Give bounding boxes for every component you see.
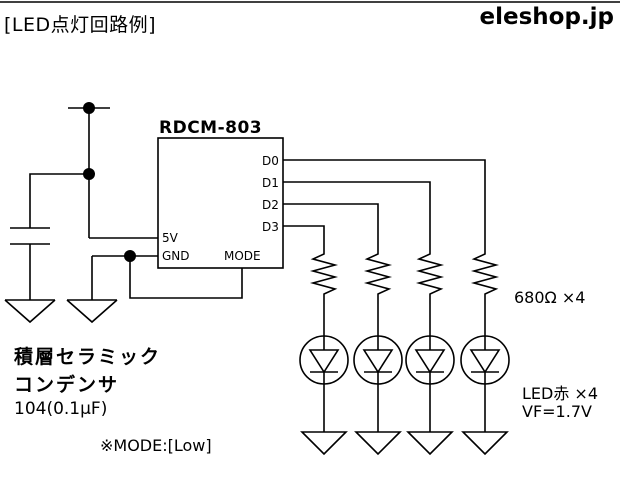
pin-label-mode: MODE xyxy=(224,249,261,263)
led-vf-label: VF=1.7V xyxy=(522,402,592,421)
led-label: LED赤 ×4 xyxy=(522,384,599,403)
pin-label-gnd: GND xyxy=(162,249,190,263)
ground-symbol-ic xyxy=(66,299,118,324)
d1-wire xyxy=(283,181,431,248)
pin-label-d0: D0 xyxy=(262,154,279,168)
led-triangle xyxy=(469,349,501,374)
capacitor-value: 104(0.1μF) xyxy=(14,399,108,419)
pin-label-d1: D1 xyxy=(262,176,279,190)
d2-wire xyxy=(283,203,379,248)
led-triangle xyxy=(362,349,394,374)
pin-label-5v: 5V xyxy=(162,231,178,245)
resistor xyxy=(363,248,393,304)
cap-top-wire xyxy=(29,173,89,228)
resistor-label: 680Ω ×4 xyxy=(514,288,586,307)
ground-symbol-led xyxy=(300,431,348,456)
led-triangle xyxy=(308,349,340,374)
ic-part-number: RDCM-803 xyxy=(159,118,263,138)
capacitor-type-line1: 積層セラミック xyxy=(14,346,162,368)
brand-name: eleshop.jp xyxy=(479,4,615,30)
pin-label-d2: D2 xyxy=(262,198,279,212)
resistor xyxy=(470,248,500,304)
capacitor-type-line2: コンデンサ xyxy=(14,374,120,396)
ground-symbol-led xyxy=(406,431,454,456)
ground-symbol-cap xyxy=(4,299,56,324)
mode-wire xyxy=(129,256,243,299)
diagram-title: [LED点灯回路例] xyxy=(4,14,157,36)
mode-note: ※MODE:[Low] xyxy=(100,436,212,455)
ground-symbol-led xyxy=(461,431,509,456)
ic-body xyxy=(157,137,284,269)
d3-wire xyxy=(283,225,325,248)
ground-symbol-led xyxy=(354,431,402,456)
led-triangle xyxy=(414,349,446,374)
resistor xyxy=(309,248,339,304)
d0-wire xyxy=(283,159,486,248)
pin-label-d3: D3 xyxy=(262,220,279,234)
resistor xyxy=(415,248,445,304)
